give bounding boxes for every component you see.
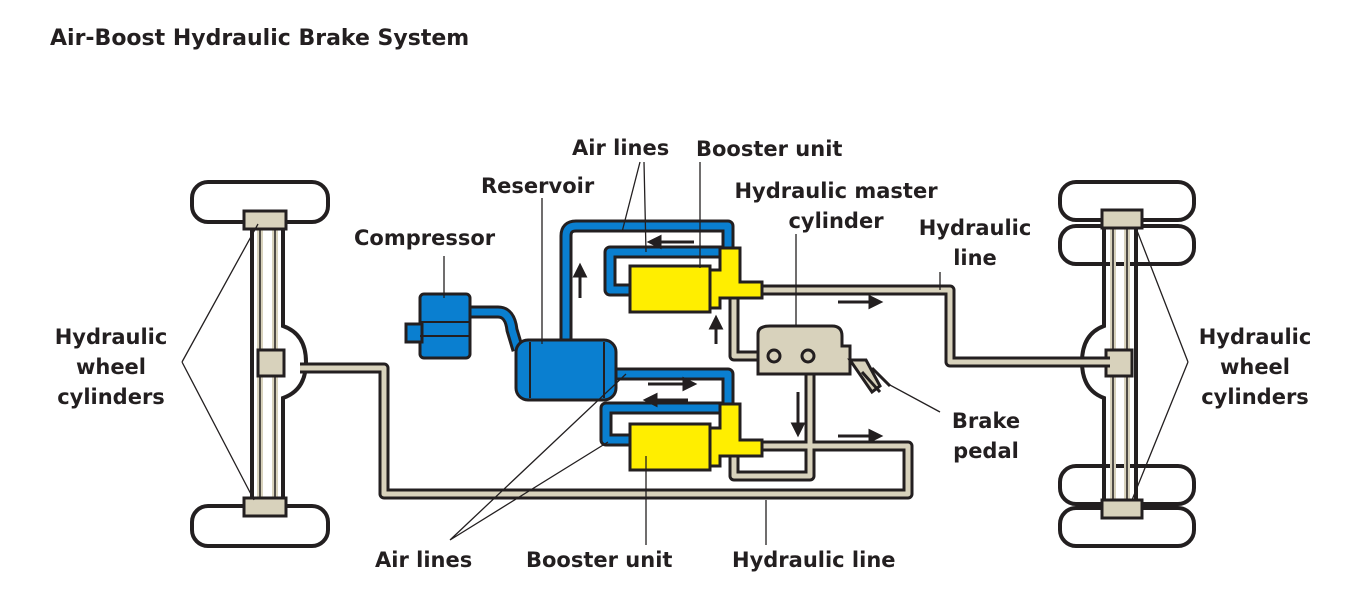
right-top-wheel-cylinder — [1100, 208, 1144, 230]
compressor-label: Compressor — [354, 226, 496, 250]
flow-arrows — [572, 234, 884, 444]
reservoir-label: Reservoir — [481, 174, 595, 198]
booster-unit-top-label: Booster unit — [696, 137, 843, 161]
reservoir-tank — [514, 338, 618, 402]
booster-unit-bottom-label: Booster unit — [526, 548, 673, 572]
left-bottom-wheel-cylinder — [242, 496, 288, 518]
brake-pedal — [847, 358, 892, 395]
master-cylinder-label: Hydraulic master cylinder — [734, 179, 938, 233]
left-wheel-cylinders-label: Hydraulic wheel cylinders — [54, 325, 168, 409]
left-axle-housing — [250, 222, 309, 506]
left-top-wheel-cylinder — [242, 209, 288, 231]
air-lines-bottom-label: Air lines — [375, 548, 473, 572]
brake-pedal-label: Brake pedal — [951, 409, 1021, 463]
hydraulic-line-bottom-label: Hydraulic line — [732, 548, 896, 572]
booster-unit-top — [628, 246, 764, 314]
booster-unit-bottom — [628, 402, 764, 472]
air-lines — [470, 226, 728, 440]
master-cylinder — [756, 324, 852, 376]
hydraulic-line-top-label: Hydraulic line — [918, 216, 1032, 270]
diagram-title: Air-Boost Hydraulic Brake System — [50, 26, 470, 51]
left-axle — [190, 180, 330, 548]
compressor — [404, 292, 472, 360]
right-wheel-cylinders-label: Hydraulic wheel cylinders — [1198, 325, 1312, 409]
air-lines-top-label: Air lines — [572, 136, 670, 160]
left-tee-fitting — [256, 348, 286, 378]
right-bottom-wheel-cylinder — [1100, 498, 1144, 520]
leader-lines — [181, 161, 1189, 545]
